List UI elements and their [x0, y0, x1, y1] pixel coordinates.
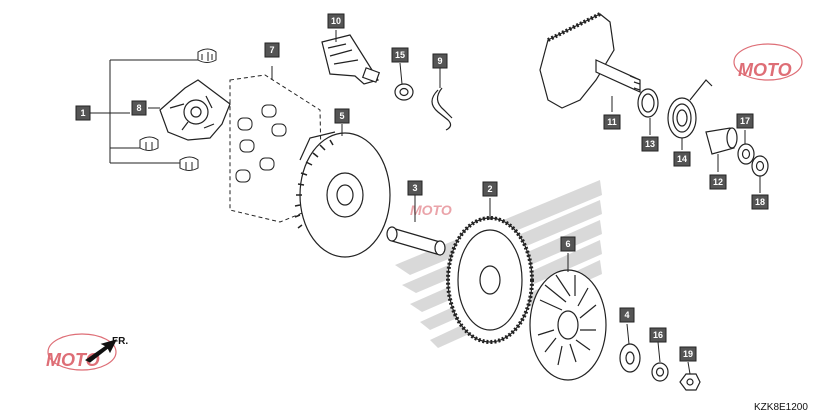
svg-text:16: 16 — [653, 330, 663, 340]
weight-roller-set — [229, 66, 323, 223]
slide-piece-mid — [139, 136, 159, 151]
part-label-4[interactable]: 4 — [619, 307, 635, 323]
moto-watermark-center: MOTO — [410, 202, 452, 218]
washer-4 — [619, 343, 641, 373]
movable-drive-face — [299, 131, 391, 258]
bushing-12 — [705, 127, 738, 155]
svg-text:MOTO: MOTO — [46, 350, 100, 370]
washer-18 — [751, 155, 769, 177]
svg-text:18: 18 — [755, 197, 765, 207]
ramp-plate — [159, 79, 231, 141]
part-label-10[interactable]: 10 — [327, 13, 345, 29]
part-labels: 1 2 3 4 5 6 7 8 — [75, 13, 769, 362]
svg-text:6: 6 — [565, 239, 570, 249]
kick-spring — [667, 79, 713, 139]
svg-text:2: 2 — [487, 184, 492, 194]
part-label-16[interactable]: 16 — [649, 327, 667, 343]
part-label-9[interactable]: 9 — [432, 53, 448, 69]
svg-text:12: 12 — [713, 177, 723, 187]
driven-gear — [446, 216, 534, 344]
svg-text:MOTO: MOTO — [410, 202, 452, 218]
washer-13 — [637, 88, 659, 118]
moto-watermark-top-right: MOTO — [733, 43, 803, 81]
slide-piece-bottom — [179, 156, 199, 171]
washer-15 — [394, 83, 414, 101]
svg-text:1: 1 — [80, 108, 85, 118]
part-label-8[interactable]: 8 — [131, 100, 147, 116]
part-1-bracket — [90, 59, 198, 164]
svg-text:FR.: FR. — [112, 336, 128, 347]
diagram-code: KZK8E1200 — [754, 402, 808, 413]
drive-face — [529, 269, 607, 381]
svg-text:MOTO: MOTO — [738, 60, 792, 80]
moto-watermark-left: MOTO — [46, 333, 117, 371]
part-label-5[interactable]: 5 — [334, 108, 350, 124]
slide-piece-top — [197, 48, 217, 63]
svg-text:9: 9 — [437, 56, 442, 66]
nut-19 — [679, 373, 701, 391]
leader-lines — [148, 30, 761, 375]
svg-text:8: 8 — [136, 103, 141, 113]
part-label-14[interactable]: 14 — [673, 151, 691, 167]
svg-text:13: 13 — [645, 139, 655, 149]
part-label-13[interactable]: 13 — [641, 136, 659, 152]
part-label-6[interactable]: 6 — [560, 236, 576, 252]
washer-17 — [737, 143, 755, 165]
part-label-2[interactable]: 2 — [482, 181, 498, 197]
spring-clip — [431, 87, 453, 131]
drive-face-collar — [386, 226, 446, 256]
part-label-18[interactable]: 18 — [751, 194, 769, 210]
svg-text:5: 5 — [339, 111, 344, 121]
part-label-15[interactable]: 15 — [391, 47, 409, 63]
washer-16 — [651, 362, 669, 382]
part-label-12[interactable]: 12 — [709, 174, 727, 190]
svg-text:7: 7 — [269, 45, 274, 55]
part-label-11[interactable]: 11 — [603, 114, 621, 130]
svg-text:19: 19 — [683, 349, 693, 359]
svg-text:15: 15 — [395, 50, 405, 60]
gear-teeth-5 — [294, 139, 334, 229]
svg-text:3: 3 — [412, 183, 417, 193]
svg-text:10: 10 — [331, 16, 341, 26]
svg-text:4: 4 — [624, 310, 629, 320]
part-label-1[interactable]: 1 — [75, 105, 91, 121]
front-direction-arrow: FR. — [85, 336, 128, 363]
part-label-17[interactable]: 17 — [736, 113, 754, 129]
svg-text:14: 14 — [677, 154, 687, 164]
svg-text:17: 17 — [740, 116, 750, 126]
part-label-3[interactable]: 3 — [407, 180, 423, 196]
svg-text:11: 11 — [607, 117, 617, 127]
drive-face-boss — [321, 34, 381, 85]
starter-spindle — [539, 12, 641, 109]
part-label-19[interactable]: 19 — [679, 346, 697, 362]
part-label-7[interactable]: 7 — [264, 42, 280, 58]
